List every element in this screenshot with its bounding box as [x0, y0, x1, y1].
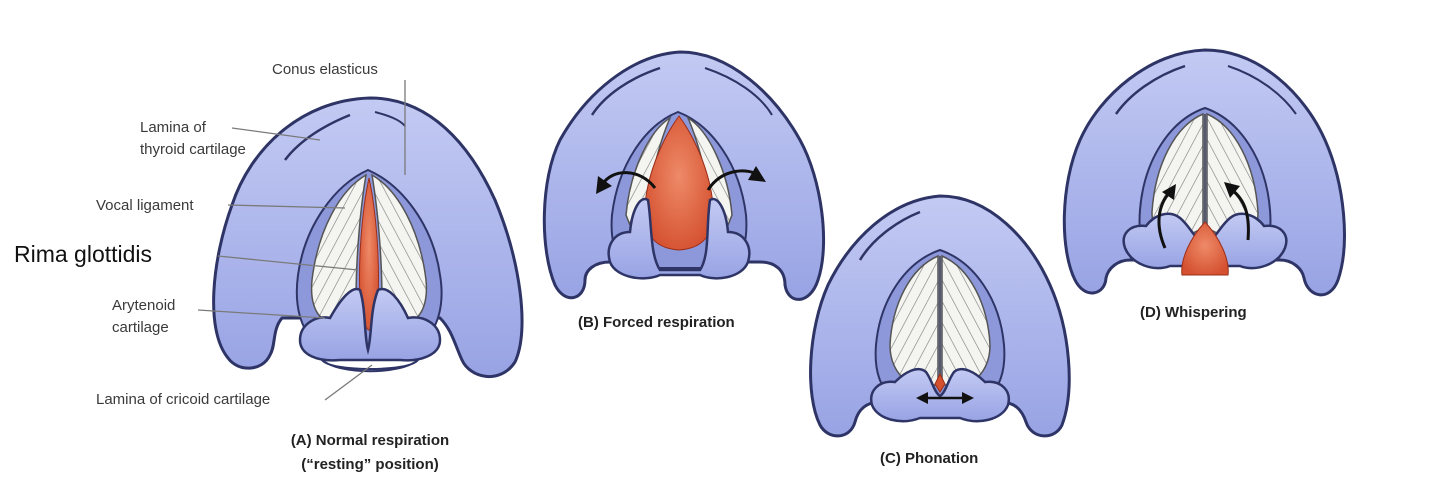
vocal-fold-right-a [370, 173, 428, 321]
arrowhead-left-b [596, 176, 612, 194]
label-vocal-ligament: Vocal ligament [96, 197, 194, 214]
panel-b-forced-respiration [542, 50, 826, 301]
arytenoid-cartilage-c [869, 367, 1011, 423]
vocal-fold-left-a [310, 173, 368, 321]
arytenoid-cartilage-b [607, 197, 751, 280]
panel-d-whispering [1062, 48, 1346, 297]
arytenoid-cartilage-d [1122, 212, 1288, 270]
label-arytenoid-2: cartilage [112, 319, 169, 336]
arrowhead-right-b [748, 166, 766, 182]
arrowhead-right-c [962, 392, 974, 404]
caption-c: (C) Phonation [880, 450, 979, 467]
rima-glottidis-a [358, 177, 380, 331]
label-conus-elasticus: Conus elasticus [272, 61, 378, 78]
rima-glottidis-d [1181, 221, 1229, 276]
rima-glottidis-b [644, 115, 714, 251]
label-lamina-thyroid-2: thyroid cartilage [140, 141, 246, 158]
caption-a-line1: (A) Normal respiration [290, 432, 450, 449]
rotation-arrow-left-b [600, 171, 657, 189]
arytenoid-cartilage-a [298, 287, 442, 362]
arrowhead-left-c [916, 392, 928, 404]
caption-a-line2: (“resting” position) [301, 456, 439, 473]
caption-b: (B) Forced respiration [578, 314, 735, 331]
label-lamina-cricoid: Lamina of cricoid cartilage [96, 391, 271, 408]
up-arrow-right-d [1231, 188, 1250, 241]
label-lamina-thyroid-1: Lamina of [140, 119, 206, 136]
panel-a-normal-respiration [212, 96, 524, 379]
arrowhead-right-d [1224, 182, 1240, 198]
cricoid-lamina-a [321, 359, 419, 373]
leader-lines-a [197, 80, 406, 401]
caption-d: (D) Whispering [1140, 304, 1247, 321]
rima-glottidis-c [934, 372, 946, 393]
label-rima-glottidis: Rima glottidis [14, 241, 153, 267]
panel-c-phonation [809, 194, 1071, 438]
arrowhead-left-d [1162, 184, 1176, 200]
label-arytenoid-1: Arytenoid [112, 297, 176, 314]
